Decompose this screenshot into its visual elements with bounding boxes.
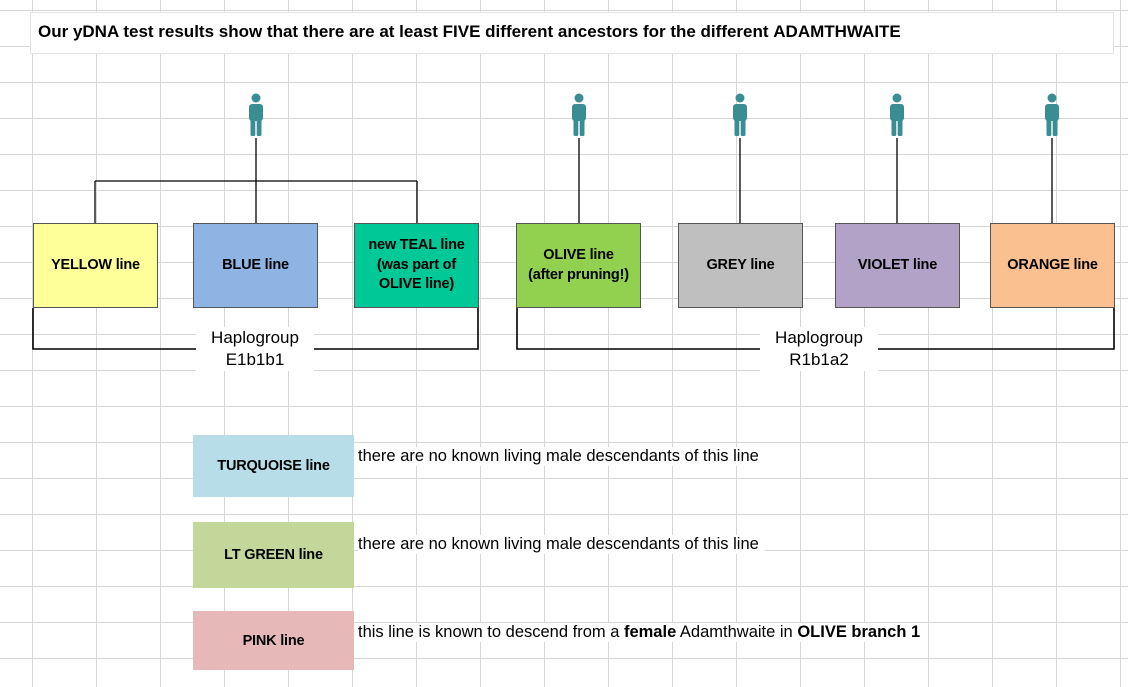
violet-line-box: VIOLET line [835, 223, 960, 308]
turquoise-line-label: TURQUOISE line [217, 458, 330, 474]
olive-line-box: OLIVE line (after pruning!) [516, 223, 641, 308]
yellow-line-box: YELLOW line [33, 223, 158, 308]
title-surname: ADAMTHWAITE [773, 22, 901, 41]
teal-line-box: new TEAL line (was part of OLIVE line) [354, 223, 479, 308]
yellow-line-label: YELLOW line [51, 256, 140, 273]
title-bar [30, 12, 1114, 54]
orange-line-label: ORANGE line [1007, 256, 1098, 273]
lt-green-line-label: LT GREEN line [224, 547, 323, 563]
orange-line-box: ORANGE line [990, 223, 1115, 308]
pink-line-legend-box: PINK line [193, 611, 354, 670]
lt-green-line-description: there are no known living male descendan… [358, 535, 765, 554]
pink-line-description: this line is known to descend from a fem… [358, 623, 927, 642]
haplogroup-r-code: R1b1a2 [789, 350, 849, 369]
teal-line-label-3: OLIVE line) [378, 276, 455, 293]
teal-line-label-1: new TEAL line [368, 237, 465, 254]
pink-desc-bold-1: female [623, 623, 677, 641]
teal-line-label-2: (was part of [377, 256, 456, 273]
title-middle: different ancestors for the different [480, 22, 774, 41]
blue-line-box: BLUE line [193, 223, 318, 308]
blue-line-label: BLUE line [222, 256, 289, 273]
lt-green-line-legend-box: LT GREEN line [193, 522, 354, 588]
haplogroup-e-title: Haplogroup [211, 328, 299, 347]
person-icon [572, 93, 586, 136]
pink-desc-part-1: this line is known to descend from a [358, 623, 624, 641]
person-icon [733, 93, 747, 136]
title-emphasis: FIVE [442, 22, 481, 41]
person-icon [890, 93, 904, 136]
turquoise-line-description: there are no known living male descendan… [358, 447, 765, 466]
olive-line-label-1: OLIVE line [543, 246, 614, 263]
haplogroup-e-code: E1b1b1 [225, 350, 285, 369]
pink-desc-part-2: Adamthwaite in [676, 623, 798, 641]
title-prefix: Our yDNA test results show that there ar… [38, 22, 443, 41]
olive-line-label-2: (after pruning!) [528, 266, 629, 283]
violet-line-label: VIOLET line [857, 256, 938, 273]
grey-line-box: GREY line [678, 223, 803, 308]
haplogroup-r-title: Haplogroup [775, 328, 863, 347]
pink-line-label: PINK line [242, 632, 305, 649]
grey-line-label: GREY line [706, 256, 775, 273]
person-icon [1045, 93, 1059, 136]
pink-desc-bold-2: OLIVE branch 1 [797, 623, 921, 641]
turquoise-line-legend-box: TURQUOISE line [193, 435, 354, 497]
person-icon [249, 93, 263, 136]
diagram-title: Our yDNA test results show that there ar… [38, 22, 901, 42]
